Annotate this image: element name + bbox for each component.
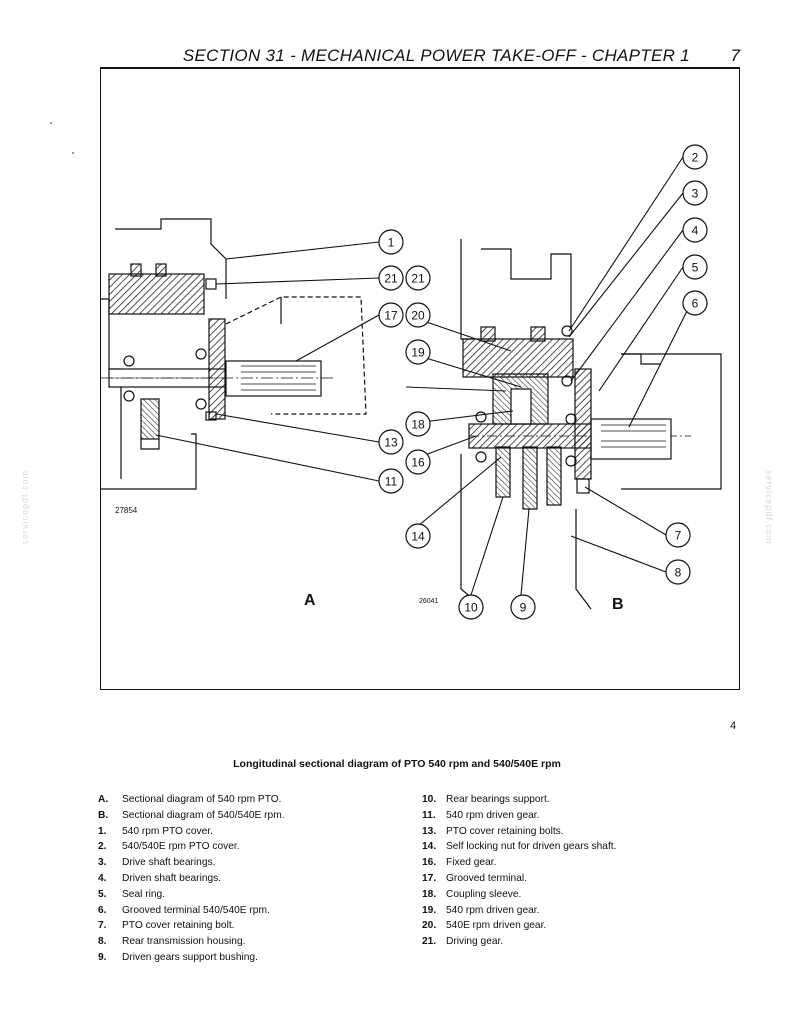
legend-item: 19.540 rpm driven gear. xyxy=(422,904,540,916)
legend-item: 9.Driven gears support bushing. xyxy=(98,951,258,963)
figure-index: 4 xyxy=(730,720,737,732)
callout-b-5: 5 xyxy=(682,254,708,280)
legend-item: 5.Seal ring. xyxy=(98,888,166,900)
svg-text:11: 11 xyxy=(385,475,398,489)
section-title: SECTION 31 - MECHANICAL POWER TAKE-OFF -… xyxy=(182,46,690,65)
svg-text:17: 17 xyxy=(384,309,398,323)
legend-left-column: A.Sectional diagram of 540 rpm PTO. B.Se… xyxy=(98,794,398,968)
legend-item: 17.Grooved terminal. xyxy=(422,872,527,884)
watermark-left: servicepdf.com xyxy=(20,470,30,545)
callout-b-21: 21 xyxy=(405,265,431,291)
callout-b-3: 3 xyxy=(682,180,708,206)
watermark-right: servicepdf.com xyxy=(764,470,774,545)
legend-item: 8.Rear transmission housing. xyxy=(98,936,246,948)
sectional-diagram: 27854 26041 A B xyxy=(101,144,722,620)
figure-frame: 27854 26041 A B xyxy=(100,68,740,690)
callout-b-9: 9 xyxy=(510,594,536,620)
legend-item: 14.Self locking nut for driven gears sha… xyxy=(422,841,617,853)
legend-item: 10.Rear bearings support. xyxy=(422,794,550,805)
svg-text:6: 6 xyxy=(692,297,699,311)
legend-item: 16.Fixed gear. xyxy=(422,857,497,869)
callout-b-16: 16 xyxy=(405,449,431,475)
legend-right-column: 10.Rear bearings support. 11.540 rpm dri… xyxy=(422,794,732,952)
legend-item: 6.Grooved terminal 540/540E rpm. xyxy=(98,904,270,916)
svg-text:8: 8 xyxy=(675,566,682,580)
callout-b-6: 6 xyxy=(682,290,708,316)
svg-text:4: 4 xyxy=(692,224,699,238)
legend-item: 1.540 rpm PTO cover. xyxy=(98,825,213,837)
svg-text:19: 19 xyxy=(411,346,425,360)
legend-item: A.Sectional diagram of 540 rpm PTO. xyxy=(98,794,282,805)
svg-text:5: 5 xyxy=(692,261,699,275)
callout-a-13: 13 xyxy=(378,429,404,455)
legend-item: 4.Driven shaft bearings. xyxy=(98,872,222,884)
panel-b-drawing xyxy=(460,239,722,610)
drawing-number-a: 27854 xyxy=(115,506,138,515)
legend-item: 11.540 rpm driven gear. xyxy=(422,809,540,821)
svg-text:16: 16 xyxy=(411,456,425,470)
header-rule xyxy=(100,67,740,68)
callouts-panel-b: 2 3 4 5 6 7 8 9 10 14 16 18 19 20 21 xyxy=(405,144,708,620)
svg-text:21: 21 xyxy=(411,272,425,286)
drawing-number-b: 26041 xyxy=(419,598,439,605)
callout-b-7: 7 xyxy=(665,522,691,548)
callout-a-11: 11 xyxy=(378,468,404,494)
legend-item: 3.Drive shaft bearings. xyxy=(98,857,216,869)
callout-b-10: 10 xyxy=(458,594,484,620)
svg-text:21: 21 xyxy=(384,272,398,286)
callout-a-21: 21 xyxy=(378,265,404,291)
scan-speck xyxy=(72,152,74,154)
page-header: SECTION 31 - MECHANICAL POWER TAKE-OFF -… xyxy=(100,40,740,68)
svg-text:13: 13 xyxy=(384,436,398,450)
svg-text:9: 9 xyxy=(520,601,527,615)
legend-item: B.Sectional diagram of 540/540E rpm. xyxy=(98,809,285,821)
panel-a-label: A xyxy=(304,592,316,609)
legend-item: 18.Coupling sleeve. xyxy=(422,888,522,900)
callout-a-1: 1 xyxy=(378,229,404,255)
callout-b-18: 18 xyxy=(405,411,431,437)
svg-text:3: 3 xyxy=(692,187,699,201)
page-number: 7 xyxy=(730,46,740,65)
callout-b-8: 8 xyxy=(665,559,691,585)
svg-text:10: 10 xyxy=(464,601,478,615)
legend-item: 7.PTO cover retaining bolt. xyxy=(98,920,235,932)
callout-b-4: 4 xyxy=(682,217,708,243)
callout-b-19: 19 xyxy=(405,339,431,365)
callout-a-17: 17 xyxy=(378,302,404,328)
svg-text:2: 2 xyxy=(692,151,699,165)
svg-text:7: 7 xyxy=(675,529,682,543)
svg-text:14: 14 xyxy=(411,530,425,544)
svg-text:18: 18 xyxy=(411,418,425,432)
scan-speck xyxy=(50,122,52,124)
legend-item: 2.540/540E rpm PTO cover. xyxy=(98,841,240,853)
svg-text:20: 20 xyxy=(411,309,425,323)
callout-b-20: 20 xyxy=(405,302,431,328)
callout-b-2: 2 xyxy=(682,144,708,170)
svg-text:1: 1 xyxy=(388,236,395,250)
legend-item: 20.540E rpm driven gear. xyxy=(422,920,547,932)
panel-b-label: B xyxy=(612,596,624,613)
figure-caption: Longitudinal sectional diagram of PTO 54… xyxy=(233,758,561,770)
panel-a-drawing xyxy=(101,218,367,490)
legend-item: 21.Driving gear. xyxy=(422,936,504,948)
callouts-panel-a: 1 21 17 13 11 xyxy=(378,229,404,494)
legend-item: 13.PTO cover retaining bolts. xyxy=(422,825,564,837)
callout-b-14: 14 xyxy=(405,523,431,549)
